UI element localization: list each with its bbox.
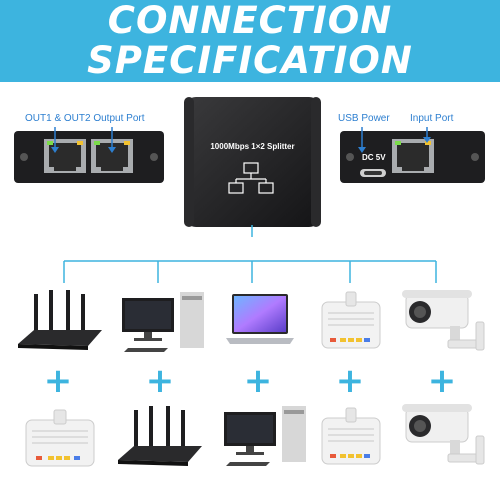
desktop-pc-icon (224, 406, 306, 466)
input-port-label: Input Port (410, 113, 454, 124)
header-banner: CONNECTION SPECIFICATION (0, 0, 500, 82)
plus-sign: + (43, 361, 73, 401)
dc-label: DC 5V (362, 153, 386, 162)
splitter-label: 1000Mbps 1×2 Splitter (210, 142, 295, 151)
modem-icon (321, 291, 381, 349)
network-icon (228, 162, 274, 194)
usb-c-port (360, 169, 386, 177)
router-icon (118, 406, 202, 466)
modem-icon (321, 407, 381, 465)
output-port-label: OUT1 & OUT2 Output Port (25, 113, 145, 124)
usb-power-label: USB Power (338, 113, 390, 124)
ethernet-port-in (392, 139, 434, 173)
title-line-1: CONNECTION (107, 0, 393, 42)
splitter-device (184, 97, 321, 227)
output-port-panel (14, 127, 164, 183)
modem-icon (25, 409, 95, 467)
security-camera-icon (402, 404, 485, 465)
title-line-2: SPECIFICATION (87, 39, 413, 82)
desktop-pc-icon (122, 292, 204, 352)
plus-sign: + (427, 361, 457, 401)
security-camera-icon (402, 290, 485, 351)
plus-sign: + (243, 361, 273, 401)
laptop-icon (226, 294, 294, 344)
input-port-panel (340, 127, 485, 183)
plus-sign: + (335, 361, 365, 401)
connector-lines (63, 225, 437, 283)
router-icon (18, 290, 102, 350)
ethernet-port-out1 (44, 139, 86, 173)
plus-sign: + (145, 361, 175, 401)
